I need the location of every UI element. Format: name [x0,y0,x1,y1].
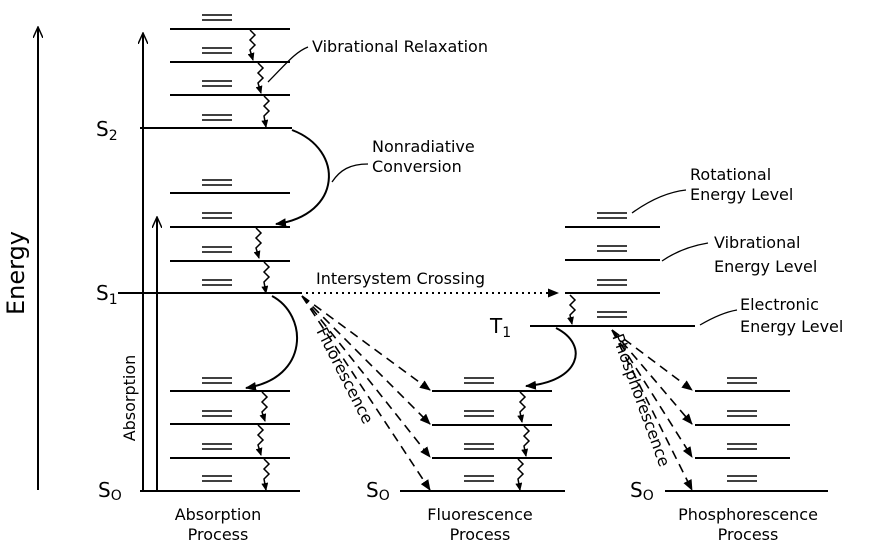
electronic-energy-level-label-line2: Energy Level [740,317,843,336]
fluorescence-process-caption-line2: Process [450,525,511,544]
absorption-process-caption-line2: Process [188,525,249,544]
rotational-energy-level-label-line1: Rotational [690,165,771,184]
state-label-s1: S1 [96,281,118,308]
absorption-label: Absorption [120,355,139,442]
phosphorescence-rotational-levels [727,377,757,482]
fluorescence-emission-arrows [301,295,431,491]
phosphorescence-process-caption-line1: Phosphorescence [678,505,818,524]
nonradiative-conversion-curve-s2 [275,129,330,228]
state-label-s2: S2 [96,117,118,144]
phosphorescence-emission-arrows [611,329,693,491]
vibrational-relaxation-label: Vibrational Relaxation [312,37,488,56]
t1-nonradiative-curve [525,327,577,390]
phosphorescence-process-caption-line2: Process [718,525,779,544]
absorption-levels [118,28,300,492]
fluorescence-levels [400,390,565,492]
triplet-levels [530,226,695,327]
vibrational-relaxation-arrows [247,29,271,491]
state-label-s0-absorption: SO [98,478,122,504]
fluorescence-process-caption-line1: Fluorescence [427,505,532,524]
nonradiative-conversion-curve-s1 [245,295,298,391]
state-label-s0-fluorescence: SO [366,478,390,504]
label-leader-lines [267,46,738,326]
intersystem-crossing-label: Intersystem Crossing [316,269,485,288]
energy-axis-label: Energy [2,231,30,315]
vibrational-energy-level-label-line1: Vibrational [714,233,800,252]
state-label-s0-phosphorescence: SO [630,478,654,504]
state-label-t1: T1 [489,314,511,341]
phosphorescence-levels [665,390,828,492]
t1-relaxation-arrow [567,294,577,325]
fluorescence-rotational-levels [464,377,494,482]
electronic-energy-level-label-line1: Electronic [740,295,819,314]
nonradiative-conversion-label-line2: Conversion [372,157,462,176]
triplet-rotational-levels [597,212,627,318]
fluorescence-relaxation-arrows [515,391,531,491]
rotational-energy-level-label-line2: Energy Level [690,185,793,204]
absorption-process-caption-line1: Absorption [175,505,262,524]
nonradiative-conversion-label-line1: Nonradiative [372,137,475,156]
absorption-rotational-levels [202,14,232,482]
vibrational-energy-level-label-line2: Energy Level [714,257,817,276]
